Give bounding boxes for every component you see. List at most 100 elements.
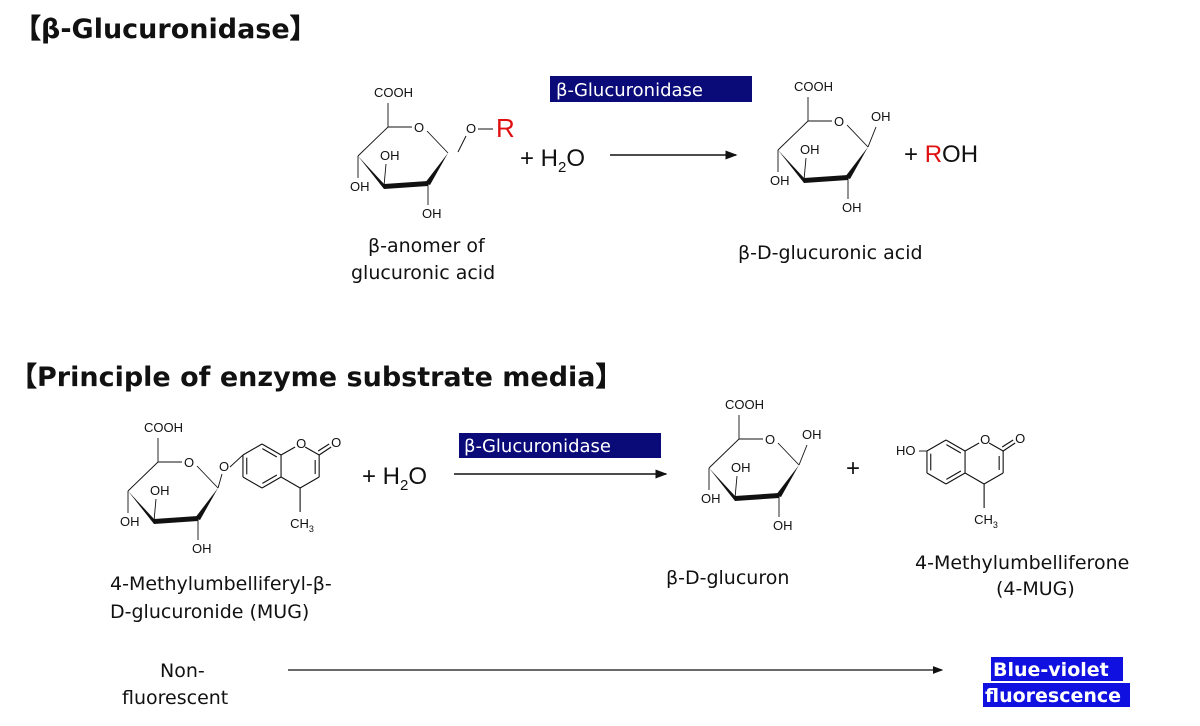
substrate-name-2-line1: 4-Methylumbelliferyl-β- (110, 573, 332, 595)
hydroxyl-label: OH (731, 460, 751, 475)
bond (127, 461, 159, 492)
c1-o-bond (457, 135, 467, 153)
wedge-bond (358, 156, 384, 189)
wedge-bond (425, 153, 448, 185)
enzyme-label-1: β-Glucuronidase (556, 80, 703, 101)
product2-name-line1: 4-Methylumbelliferone (915, 552, 1129, 574)
hydroxyl-label: OH (192, 541, 212, 556)
bond (196, 465, 219, 489)
carbonyl-oxygen: O (331, 435, 341, 450)
bond (708, 438, 740, 469)
bond (964, 442, 980, 452)
bond (926, 439, 947, 452)
non-fluorescent-line2: fluorescent (122, 687, 228, 709)
cooh-label: COOH (144, 420, 183, 435)
cooh-label: COOH (794, 79, 833, 94)
bond (983, 472, 1004, 485)
bond (317, 443, 330, 452)
glycosidic-bond (229, 454, 244, 468)
glycosidic-o: O (466, 121, 476, 136)
enzyme-label-2: β-Glucuronidase (464, 436, 611, 457)
double-bond (946, 470, 962, 480)
cooh-label: COOH (374, 85, 413, 100)
methylumbelliferone: O O CH3 (926, 431, 1025, 530)
bond (153, 498, 157, 522)
enzyme-label-bg-1 (550, 76, 752, 102)
fluorescence-line2: fluorescence (985, 685, 1121, 707)
hydroxyl-label: OH (842, 200, 862, 215)
fluorescence-line1: Blue-violet (993, 659, 1109, 681)
carbonyl-oxygen: O (1015, 431, 1025, 446)
bond (280, 476, 301, 489)
lactone-oxygen: O (980, 432, 990, 447)
hydroxyl-label: OH (422, 206, 442, 221)
bond (777, 120, 809, 151)
hydroxyl-label: OH (350, 179, 370, 194)
water-2: + H2O (362, 463, 427, 494)
bond (261, 476, 282, 489)
non-fluorescent-line1: Non- (160, 660, 205, 682)
bond (357, 126, 389, 157)
product-roh: + ROH (904, 141, 978, 168)
product1-name-2: β-D-glucuron (666, 567, 789, 589)
ring-oxygen: O (765, 432, 775, 447)
bond (261, 443, 282, 456)
bond (846, 124, 869, 148)
bond (299, 476, 320, 489)
bond (318, 446, 332, 456)
bond (945, 439, 966, 452)
bold-bond (804, 175, 848, 183)
bond (383, 163, 387, 187)
wedge-bond (128, 491, 154, 524)
bond (280, 446, 296, 456)
hydroxyl-label: OH (380, 148, 400, 163)
r-group: R (496, 113, 515, 143)
bond (803, 157, 807, 181)
bond (242, 476, 263, 489)
hydroxyl-label: OH (773, 518, 793, 533)
hydroxyl-label: OH (802, 427, 822, 442)
bond (867, 126, 877, 148)
wedge-bond (195, 488, 218, 520)
bond (242, 443, 263, 456)
bold-bond (384, 181, 428, 189)
water-1: + H2O (520, 145, 585, 176)
bond (777, 442, 800, 466)
enzyme-label-bg-2 (459, 433, 661, 458)
bond (945, 472, 966, 485)
bond (1001, 439, 1014, 448)
bond (926, 472, 947, 485)
hydroxyl-label: OH (770, 173, 790, 188)
double-bond (262, 474, 278, 484)
double-bond (946, 444, 962, 454)
glycosidic-bond (217, 473, 223, 489)
section1-title: 【β-Glucuronidase】 (14, 14, 317, 45)
hydroxyl-label: HO (896, 443, 916, 458)
wedge-bond (845, 147, 868, 179)
bond (1002, 442, 1016, 452)
ring-oxygen: O (414, 120, 424, 135)
bond (798, 444, 808, 466)
hydroxyl-label: OH (150, 483, 170, 498)
fluorescence-bg-1 (991, 657, 1123, 681)
bond (426, 130, 449, 154)
bond (304, 446, 320, 456)
glycosidic-oxygen: O (219, 459, 229, 474)
methyl-label: CH3 (974, 512, 998, 530)
section2-title: 【Principle of enzyme substrate media】 (10, 362, 623, 393)
wedge-bond (709, 468, 735, 501)
double-bond (262, 448, 278, 458)
wedge-bond (778, 150, 804, 183)
hydroxyl-label: OH (120, 514, 140, 529)
methyl-label: CH3 (290, 516, 314, 534)
product2-name-line2: (4-MUG) (996, 578, 1075, 600)
plus-sign: + (846, 455, 860, 482)
product-name-1: β-D-glucuronic acid (738, 242, 923, 264)
substrate-glucuronide-1: O COOH OH OH OH (350, 85, 449, 221)
bold-bond (154, 516, 198, 524)
